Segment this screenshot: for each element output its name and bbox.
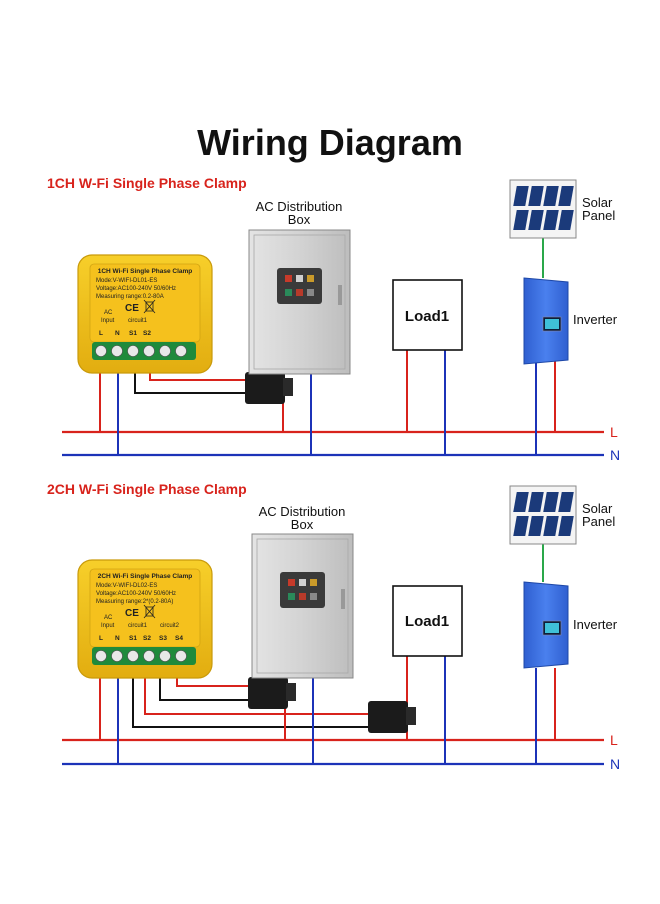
terminal-label-n: N: [115, 635, 120, 642]
weee-bin-icon: [143, 299, 156, 314]
terminal-label-s1: S1: [129, 635, 137, 642]
neutral-bus-label: N: [610, 447, 620, 463]
distribution-box-label: AC Distribution: [256, 199, 343, 214]
screw-terminal: [175, 650, 187, 662]
solar-panel-label: Solar: [582, 195, 613, 210]
screw-terminal: [95, 345, 107, 357]
circuit2-label: circuit2: [160, 623, 180, 629]
current-clamp-2: [368, 701, 416, 733]
screw-terminal: [175, 345, 187, 357]
live-bus-label: L: [610, 424, 618, 440]
inverter-label: Inverter: [573, 617, 618, 632]
inverter-label: Inverter: [573, 312, 618, 327]
ce-mark: CE: [125, 303, 139, 314]
screw-terminal: [127, 345, 139, 357]
solar-panel: [509, 179, 577, 239]
device-model: Mode:V-WIFI-DL01-ES: [96, 278, 157, 284]
weee-bin-icon: [143, 604, 156, 619]
screw-terminal: [111, 650, 123, 662]
load-box: [392, 585, 463, 657]
ce-mark: CE: [125, 608, 139, 619]
terminal-label-s4: S4: [175, 635, 183, 642]
load-label: Load1: [405, 308, 449, 325]
device-name: 1CH Wi-Fi Single Phase Clamp: [98, 268, 193, 275]
screw-terminal: [111, 345, 123, 357]
device-2ch: 2CH Wi-Fi Single Phase Clamp Mode:V-WIFI…: [77, 559, 213, 679]
device-1ch: 1CH Wi-Fi Single Phase Clamp Mode:V-WIFI…: [77, 254, 213, 374]
screw-terminal: [143, 650, 155, 662]
screw-terminal: [159, 345, 171, 357]
input-label: Input: [101, 623, 115, 629]
terminal-label-s3: S3: [159, 635, 167, 642]
inverter: [523, 277, 569, 365]
input-label: Input: [101, 318, 115, 324]
terminal-label-l: L: [99, 330, 103, 337]
solar-panel-label: Solar: [582, 501, 613, 516]
terminal-label-s1: S1: [129, 330, 137, 337]
inverter: [523, 581, 569, 669]
distribution-box-label: Box: [288, 212, 311, 227]
current-clamp: [245, 372, 293, 404]
terminal-label-n: N: [115, 330, 120, 337]
distribution-box: [248, 229, 351, 375]
screw-terminal: [95, 650, 107, 662]
solar-panel-label: Panel: [582, 514, 615, 529]
device-voltage: Voltage:AC100-240V 50/60Hz: [96, 286, 176, 292]
screw-terminal: [143, 345, 155, 357]
current-clamp-1: [248, 677, 296, 709]
device-name: 2CH Wi-Fi Single Phase Clamp: [98, 573, 193, 580]
load-box: [392, 279, 463, 351]
ac-label: AC: [104, 310, 113, 316]
solar-panel: [509, 485, 577, 545]
load-label: Load1: [405, 613, 449, 630]
section2-heading: 2CH W-Fi Single Phase Clamp: [47, 481, 247, 497]
circuit1-label: circuit1: [128, 318, 148, 324]
solar-panel-label: Panel: [582, 208, 615, 223]
clamp2-s4-wire: [144, 666, 370, 715]
diagram-title: Wiring Diagram: [197, 122, 463, 163]
ac-label: AC: [104, 615, 113, 621]
neutral-bus-label: N: [610, 756, 620, 772]
device-range: Measuring range:0.2-80A: [96, 294, 164, 300]
section1-heading: 1CH W-Fi Single Phase Clamp: [47, 175, 247, 191]
distribution-box-label: Box: [291, 517, 314, 532]
distribution-box-label: AC Distribution: [259, 504, 346, 519]
terminal-label-s2: S2: [143, 635, 151, 642]
live-bus-label: L: [610, 732, 618, 748]
circuit1-label: circuit1: [128, 623, 148, 629]
terminal-label-s2: S2: [143, 330, 151, 337]
distribution-box: [251, 533, 354, 679]
screw-terminal: [127, 650, 139, 662]
clamp2-s3-wire: [132, 666, 370, 728]
device-voltage: Voltage:AC100-240V 50/60Hz: [96, 591, 176, 597]
screw-terminal: [159, 650, 171, 662]
device-range: Measuring range:2*(0.2-80A): [96, 599, 173, 605]
terminal-label-l: L: [99, 635, 103, 642]
device-model: Mode:V-WIFI-DL02-ES: [96, 583, 157, 589]
